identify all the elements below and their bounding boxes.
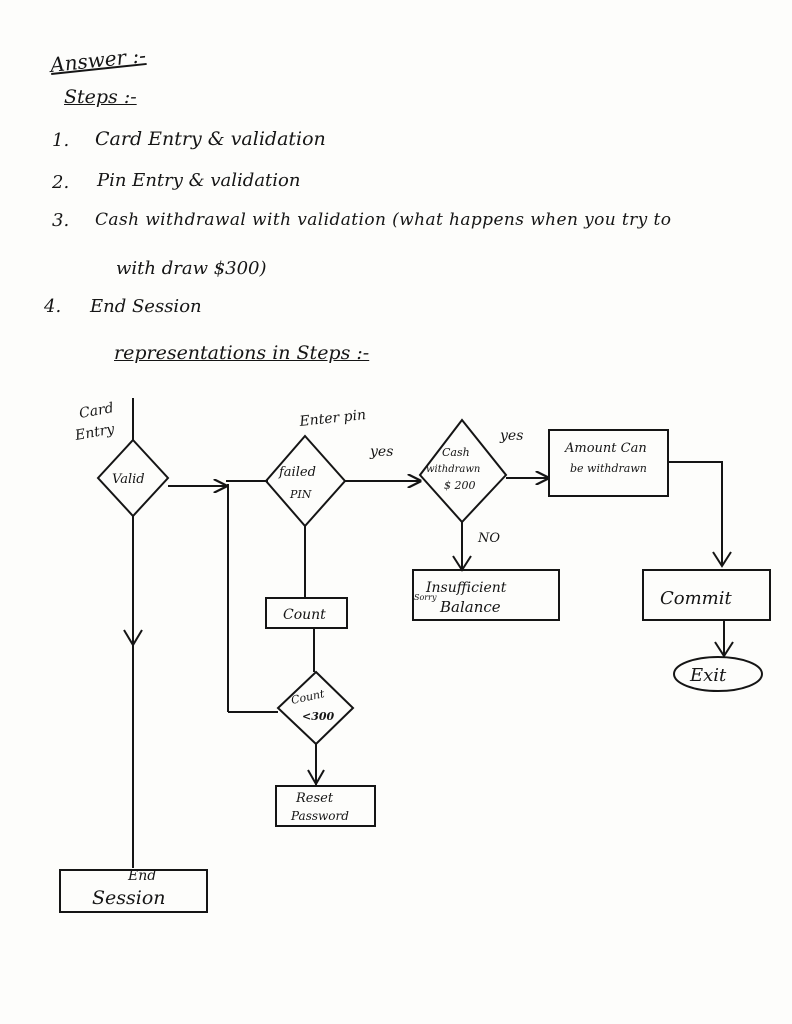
count-box [265,597,348,629]
amount-to-commit-head [712,551,732,568]
yes-label-1: yes [369,444,393,460]
step-2-text: Pin Entry & validation [97,170,301,191]
count300-to-reset-head [307,769,325,787]
step-2-number: 2. [52,172,70,193]
cash-label-line3: $ 200 [444,479,476,492]
down-arrow-head-1 [123,629,143,647]
amount-label-line2: be withdrawn [570,462,647,475]
step-3-text: Cash withdrawal with validation (what ha… [95,210,672,230]
failed-pin-decision [264,434,347,528]
end-session-label-line1: End [127,868,156,884]
reset-label-line1: Reset [295,791,334,806]
steps-heading: Steps :- [64,86,137,108]
insufficient-label-line2: Balance [439,598,501,616]
card-entry-label-line1: Card [78,400,115,422]
cash-label-line1: Cash [442,446,470,459]
reset-password-box [275,785,376,827]
end-session-label-line2: Session [92,887,166,909]
card-entry-label-line2: Entry [73,421,117,444]
commit-label: Commit [660,588,733,609]
cash-label-line2: withdrawn [426,464,480,475]
insufficient-label-line1: Insufficient [425,580,507,596]
commit-box [642,569,771,621]
step-3-number: 3. [52,210,70,231]
step-3-continuation: with draw $300) [116,258,267,279]
commit-to-exit-head [714,641,734,658]
count-box-label: Count [283,607,326,623]
step-4-number: 4. [44,296,62,317]
count300-label-line2: <300 [302,710,335,723]
count-300-decision [276,670,355,746]
enter-pin-label: Enter pin [298,407,367,430]
step-1-text: Card Entry & validation [95,128,326,150]
no-label: NO [477,531,500,546]
yes-label-2: yes [499,428,523,444]
failed-pin-label-line2: PIN [289,488,312,501]
step-1-number: 1. [52,130,70,151]
count300-label-line1: Count [290,687,326,707]
reset-label-line2: Password [290,809,349,823]
amount-label-line1: Amount Can [564,441,647,456]
representation-heading: representations in Steps :- [114,342,370,364]
step-4-text: End Session [90,296,202,317]
valid-label: Valid [112,472,145,487]
sorry-label: Sorry [414,593,437,602]
end-session-box [59,869,208,913]
exit-label: Exit [689,665,727,686]
amount-to-commit-line [668,461,723,566]
insufficient-balance-box [412,569,560,621]
exit-terminal [673,656,763,692]
failed-pin-label-line1: failed [278,465,316,480]
